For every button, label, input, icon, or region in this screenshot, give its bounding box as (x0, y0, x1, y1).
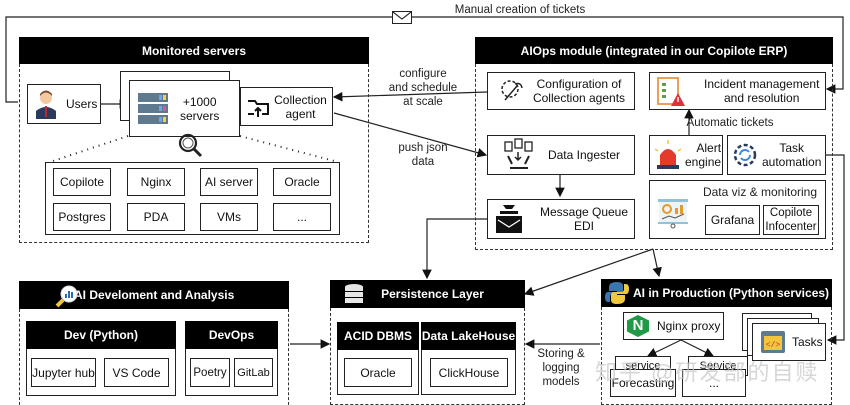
server-type-item[interactable]: ... (273, 203, 331, 231)
analytics-magnifier-icon (55, 285, 78, 308)
persistence-header: Persistence Layer (330, 280, 525, 308)
envelope-icon (392, 11, 412, 24)
collection-agent-label: Collection agent (274, 92, 327, 121)
acid-header: ACID DBMS (337, 322, 419, 350)
storing-label: Storing & logging models (537, 348, 585, 388)
push-json-label: push json data (398, 142, 448, 168)
data-ingester-label: Data Ingester (547, 148, 621, 162)
edge-push-json (333, 112, 488, 158)
manual-tickets-label: Manual creation of tickets (454, 4, 586, 16)
tasks-node[interactable]: </> Tasks (752, 323, 826, 361)
zoom-line-right (239, 135, 339, 163)
aidev-container (19, 309, 289, 405)
server-rack-icon (138, 92, 168, 124)
edge-aiops-aiprod (652, 248, 662, 278)
other-service-node[interactable]: ... (682, 369, 746, 397)
server-type-item[interactable]: Postgres (53, 203, 111, 231)
watermark: 知乎 @研发部的自赎 (595, 360, 820, 385)
jupyter-node[interactable]: Jupyter hub (31, 358, 96, 387)
data-ingest-icon (504, 138, 533, 169)
poetry-node[interactable]: Poetry (190, 358, 230, 387)
checklist-alert-icon (657, 77, 685, 106)
server-type-item[interactable]: PDA (127, 203, 185, 231)
server-type-item[interactable]: Copilote (53, 168, 111, 196)
data-ingester-node[interactable]: Data Ingester (487, 135, 635, 175)
edge-aiops-persistence (523, 248, 654, 296)
edge-mq-persistence (422, 218, 487, 280)
dataviz-label: Data viz & monitoring (702, 185, 818, 199)
svg-text:</>: </> (766, 341, 781, 350)
task-automation-node[interactable]: Task automation (727, 135, 826, 175)
users-node[interactable]: Users (27, 84, 101, 124)
infocenter-node[interactable]: Copilote Infocenter (763, 205, 819, 235)
clickhouse-node[interactable]: ClickHouse (430, 358, 508, 387)
automatic-tickets-label: Automatic tickets (686, 117, 774, 129)
edge-configure (332, 91, 488, 102)
acid-group (337, 350, 419, 395)
aiops-container (475, 64, 833, 250)
magnifier-icon (176, 131, 206, 161)
config-agents-label: Configuration of Collection agents (532, 77, 626, 105)
alert-engine-label: Alert engine (685, 141, 722, 169)
server-type-item[interactable]: Nginx (127, 168, 185, 196)
aidev-header: AI Develoment and Analysis (19, 281, 289, 309)
grafana-node[interactable]: Grafana (705, 205, 760, 235)
mail-queue-icon (495, 205, 522, 233)
siren-icon (654, 140, 682, 169)
lakehouse-group (421, 350, 516, 395)
database-icon (345, 284, 363, 303)
task-automation-label: Task automation (762, 141, 822, 169)
dashboard-board-icon (658, 199, 688, 229)
persistence-title: Persistence Layer (381, 287, 484, 301)
server-types-group (45, 162, 340, 235)
aiprod-title: AI in Production (Python services) (633, 286, 830, 300)
nginx-logo-icon: N (627, 315, 649, 337)
message-queue-node[interactable]: Message Queue EDI (487, 199, 635, 239)
incident-label: Incident management and resolution (704, 77, 820, 105)
oracle-db-node[interactable]: Oracle (344, 358, 412, 387)
configure-label: configure and schedule at scale (388, 68, 458, 108)
cloud-folder-upload-icon (248, 99, 270, 117)
user-avatar-icon (36, 90, 56, 119)
collection-agent-node[interactable]: Collection agent (240, 87, 333, 126)
incident-node[interactable]: Incident management and resolution (649, 72, 826, 110)
server-type-item[interactable]: AI server (200, 168, 258, 196)
gear-sync-icon (733, 143, 757, 167)
gear-wrench-icon (501, 80, 523, 101)
dev-python-group (26, 349, 176, 396)
nginx-node[interactable]: N Nginx proxy (623, 312, 724, 340)
python-logo-icon (605, 282, 629, 304)
aidev-title: AI Develoment and Analysis (74, 288, 235, 302)
aiprod-header: AI in Production (Python services) (601, 279, 832, 307)
lakehouse-header: Data LakeHouse (421, 322, 516, 350)
users-label: Users (66, 97, 98, 111)
aiops-header: AIOps module (integrated in our Copilote… (475, 37, 833, 64)
monitored-servers-container (19, 64, 369, 243)
server-type-item[interactable]: Oracle (273, 168, 331, 196)
dataviz-node[interactable]: Data viz & monitoring Grafana Copilote I… (649, 180, 826, 239)
forecasting-service-node[interactable]: Forecasting (610, 369, 676, 397)
message-queue-label: Message Queue EDI (539, 205, 629, 233)
dev-python-header: Dev (Python) (26, 321, 176, 349)
devops-header: DevOps (185, 321, 278, 349)
code-window-icon: </> (761, 331, 785, 353)
tasks-label: Tasks (792, 335, 823, 349)
gitlab-node[interactable]: GitLab (234, 358, 273, 387)
vscode-node[interactable]: VS Code (104, 358, 169, 387)
nginx-label: Nginx proxy (657, 319, 721, 333)
monitored-servers-header: Monitored servers (19, 37, 369, 64)
devops-group (185, 349, 278, 396)
edge-task-tasks (826, 154, 845, 345)
server-type-item[interactable]: VMs (200, 203, 258, 231)
config-agents-node[interactable]: Configuration of Collection agents (487, 72, 635, 110)
alert-engine-node[interactable]: Alert engine (649, 135, 723, 175)
servers-label: +1000 servers (180, 94, 220, 123)
edge-manual-tickets (5, 16, 844, 103)
servers-node[interactable]: +1000 servers (129, 80, 240, 137)
